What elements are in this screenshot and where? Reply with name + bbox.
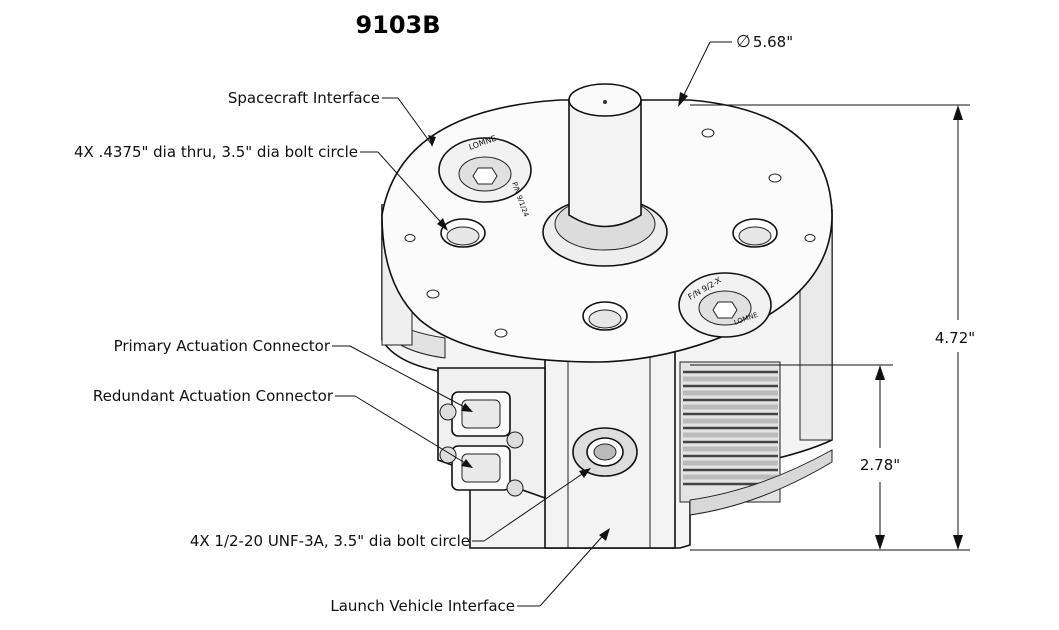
callout-leaders bbox=[332, 97, 610, 607]
callout-primary-connector: Primary Actuation Connector bbox=[114, 337, 331, 355]
diameter-dimension: ∅5.68" bbox=[736, 32, 793, 52]
center-post bbox=[542, 83, 668, 267]
hex-nut-right: F/N 9/2-X LOMNE bbox=[678, 272, 772, 338]
callout-spacecraft-interface: Spacecraft Interface bbox=[228, 89, 380, 107]
callout-redundant-connector: Redundant Actuation Connector bbox=[93, 387, 334, 405]
small-bolt-holes bbox=[404, 128, 816, 338]
diameter-value: 5.68" bbox=[753, 33, 793, 51]
device-body: LOMNE P/N 9/1/24 F/N 9/2-X LOMNE bbox=[381, 83, 833, 549]
base-ring bbox=[689, 449, 833, 516]
overall-height-dimension: 4.72" bbox=[935, 329, 975, 347]
callout-launch-vehicle-interface: Launch Vehicle Interface bbox=[330, 597, 515, 615]
thru-holes bbox=[440, 218, 778, 331]
dimension-lines bbox=[678, 41, 970, 551]
lower-height-dimension: 2.78" bbox=[860, 456, 900, 474]
callout-threaded-holes: 4X 1/2-20 UNF-3A, 3.5" dia bolt circle bbox=[190, 532, 470, 550]
drawing-title: 9103B bbox=[355, 11, 440, 39]
diameter-symbol: ∅ bbox=[736, 32, 751, 52]
connector-bracket bbox=[437, 367, 546, 500]
spring-coil bbox=[679, 361, 781, 503]
callout-thru-holes: 4X .4375" dia thru, 3.5" dia bolt circle bbox=[74, 143, 358, 161]
hex-nut-top: LOMNE P/N 9/1/24 bbox=[438, 134, 532, 219]
threaded-hole bbox=[572, 427, 638, 477]
